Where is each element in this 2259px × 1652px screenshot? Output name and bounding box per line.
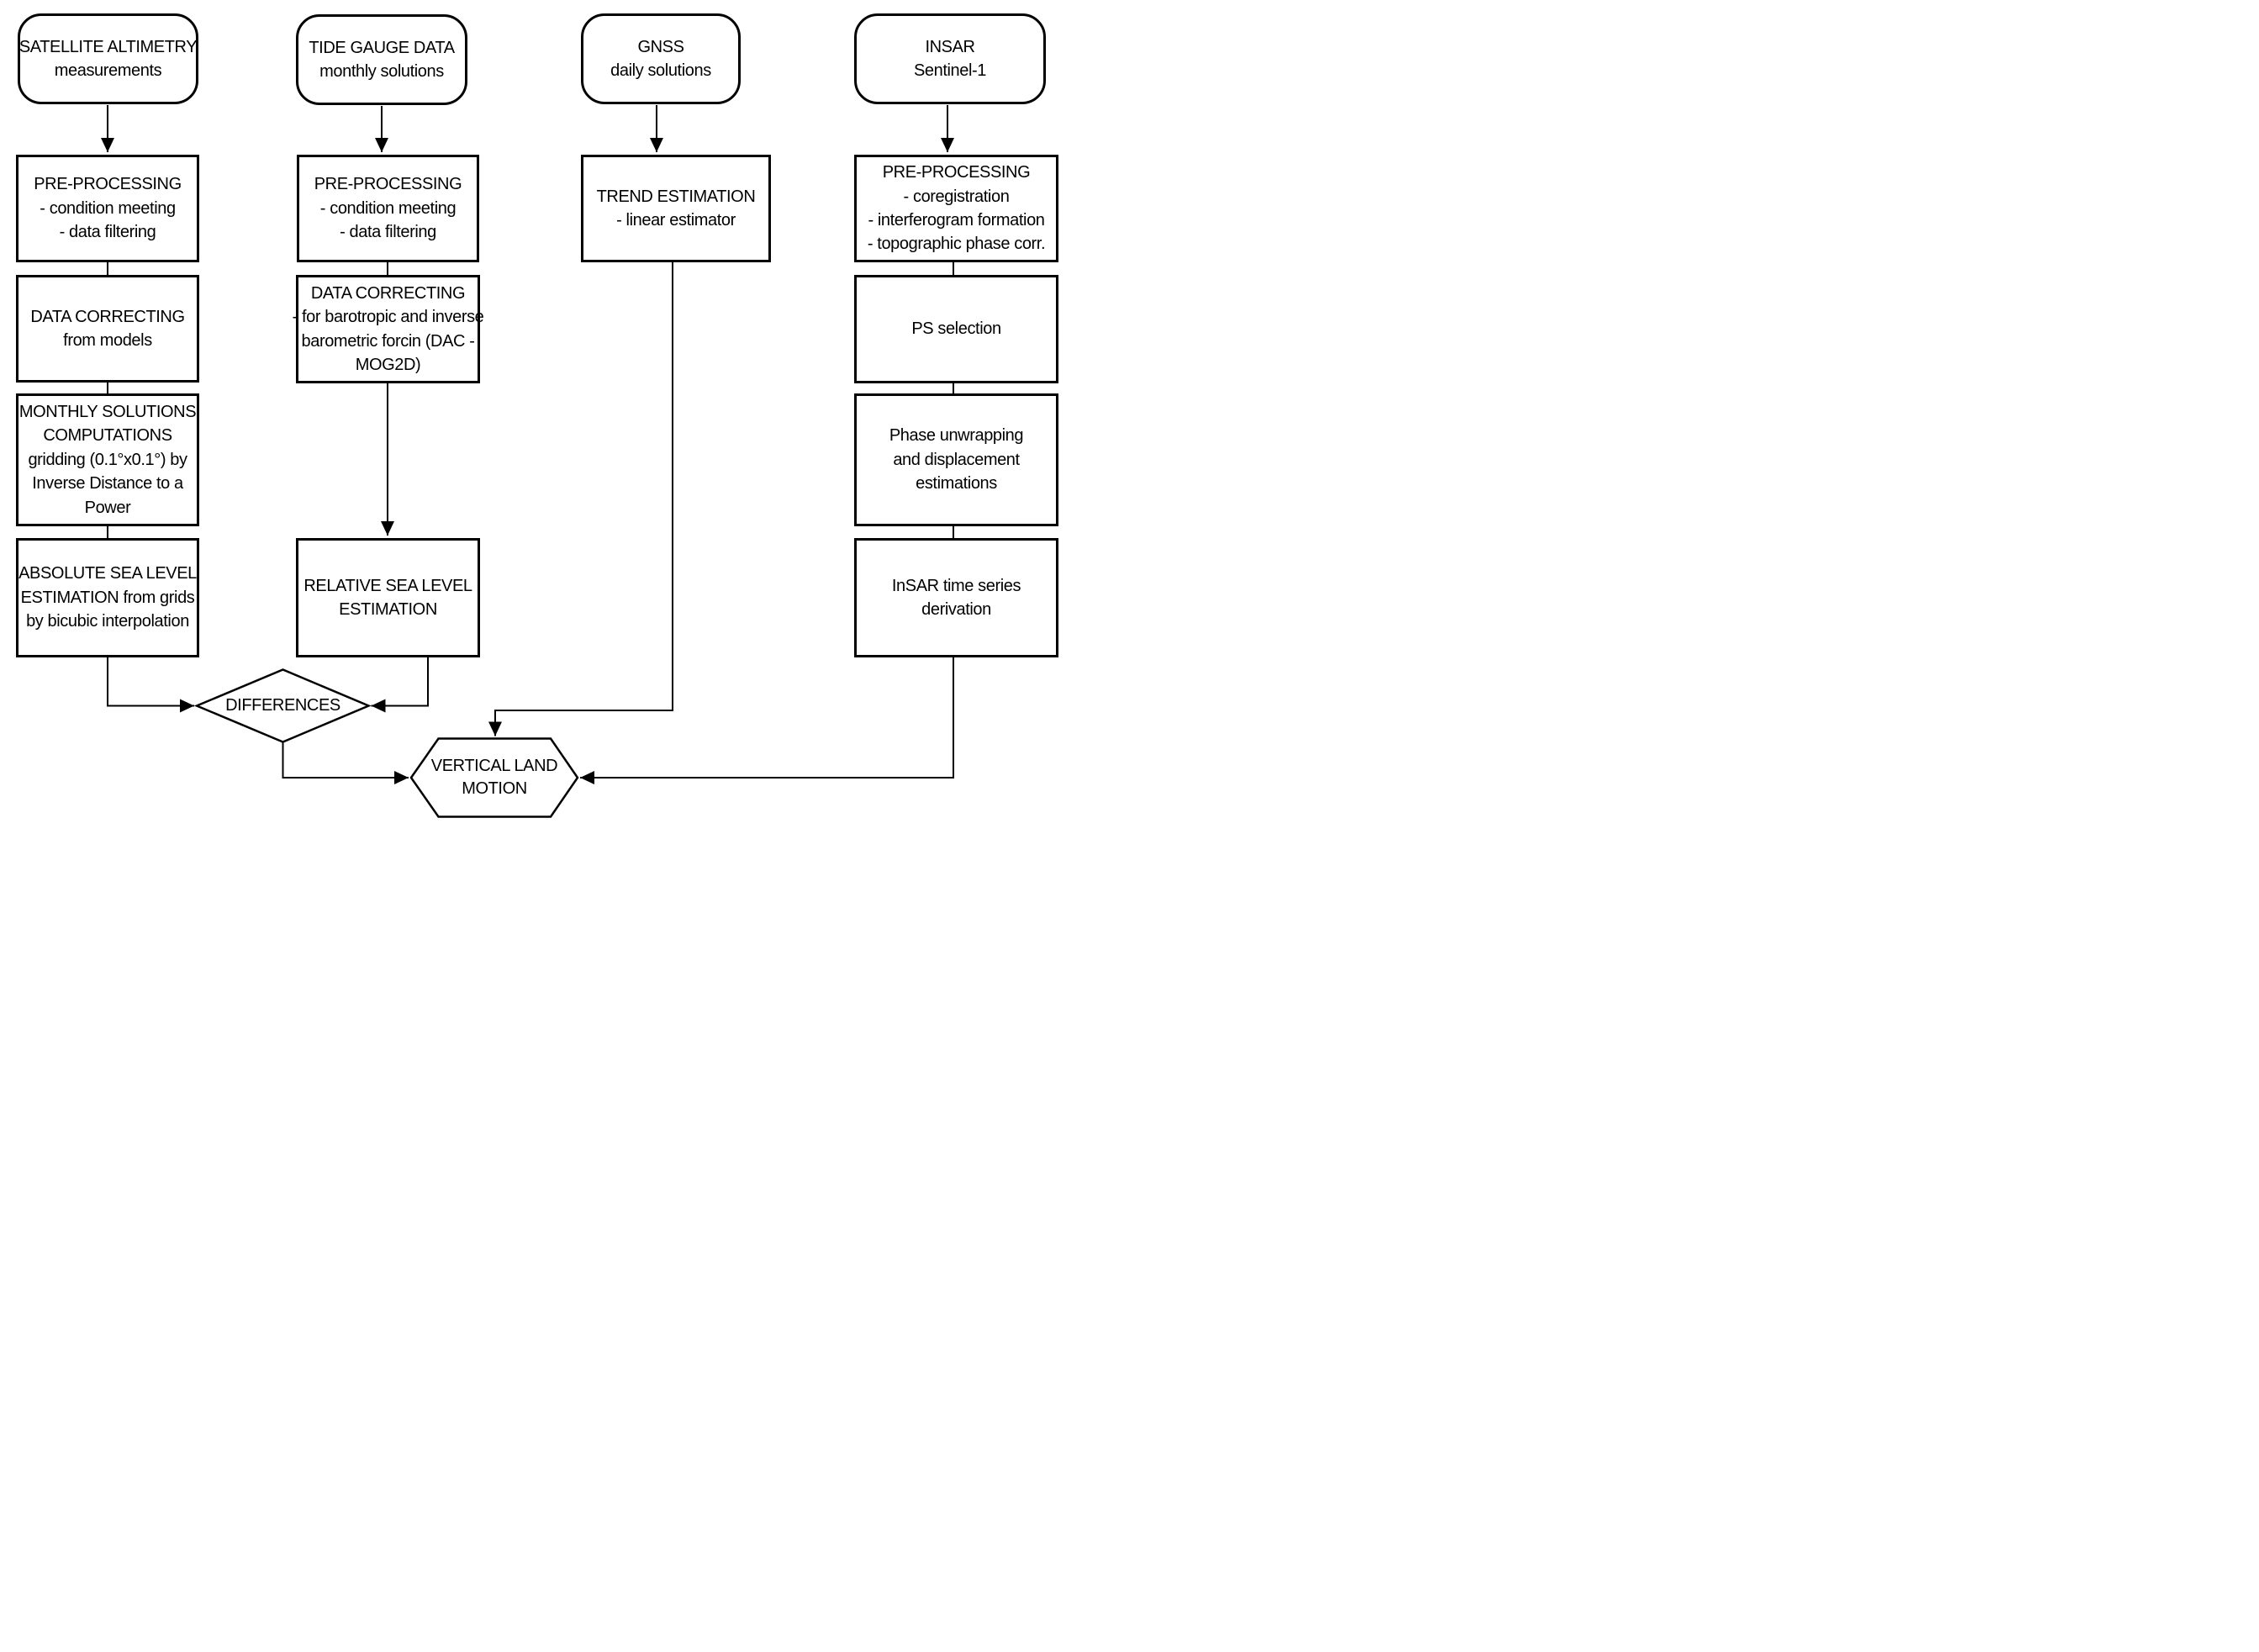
node-line: - data filtering [340,223,436,242]
node-line: DATA CORRECTING [310,283,466,303]
node-line: ABSOLUTE SEA LEVEL [18,564,197,583]
differences-diamond-shape [193,668,372,743]
node-line: VERTICAL LAND [430,757,558,775]
node-line: Phase unwrapping [889,426,1024,446]
node-line: MOTION [462,779,527,798]
node-line: COMPUTATIONS [43,426,172,446]
node-line: INSAR [925,37,975,56]
node-line: MONTHLY SOLUTIONS [18,403,197,422]
node-line: RELATIVE SEA LEVEL [303,576,472,595]
node-line: ESTIMATION from grids [20,588,195,607]
node-line: PRE-PROCESSING [882,163,1031,182]
node-insar-ps-selection: PS selection [854,275,1058,383]
node-line: and displacement [893,450,1020,469]
node-line: measurements [54,61,162,80]
node-altimetry-data-correcting: DATA CORRECTING from models [16,275,199,383]
node-line: ESTIMATION [339,600,437,619]
flowchart-canvas: SATELLITE ALTIMETRY measurements TIDE GA… [0,0,1130,826]
node-line: daily solutions [610,61,711,80]
node-line: gridding (0.1°x0.1°) by [28,450,187,469]
node-line: Sentinel-1 [913,61,987,80]
connector-arrow-relative-to-differences [371,657,429,713]
node-line: - data filtering [59,223,156,242]
node-tide-gauge-data-correcting: DATA CORRECTING - for barotropic and inv… [293,275,484,383]
connector-arrow-differences-to-vlm [282,742,409,784]
node-tide-gauge-preprocessing: PRE-PROCESSING - condition meeting - dat… [297,155,479,262]
node-insar-phase-unwrapping: Phase unwrapping and displacement estima… [854,393,1058,526]
node-line: from models [63,331,152,350]
node-line: Inverse Distance to a [32,474,183,493]
node-line: TIDE GAUGE DATA [309,38,455,57]
node-line: - condition meeting [40,198,176,218]
node-line: - linear estimator [616,211,736,230]
node-line: DATA CORRECTING [30,307,185,326]
node-line: Power [84,498,131,517]
node-satellite-altimetry-source: SATELLITE ALTIMETRY measurements [18,13,198,104]
node-vertical-land-motion: VERTICAL LAND MOTION [411,738,578,817]
node-line: by bicubic interpolation [26,612,189,631]
node-insar-preprocessing: PRE-PROCESSING - coregistration - interf… [854,155,1058,262]
node-line: PS selection [911,319,1001,339]
node-line: - topographic phase corr. [867,235,1046,254]
node-line: PRE-PROCESSING [314,175,462,194]
node-line: GNSS [637,37,684,56]
node-line: barometric forcin (DAC - [301,331,475,351]
node-line: - for barotropic and inverse [292,308,484,327]
node-line: - condition meeting [319,198,457,218]
node-altimetry-preprocessing: PRE-PROCESSING - condition meeting - dat… [16,155,199,262]
connector-arrow-insar-timeseries-to-vlm [580,657,954,784]
node-line: estimations [916,474,997,493]
node-insar-source: INSAR Sentinel-1 [854,13,1046,104]
node-differences-decision: DIFFERENCES [197,669,369,742]
node-line: TREND ESTIMATION [596,187,756,206]
node-line: InSAR time series [891,576,1021,595]
connector-arrow-gnss-trend-to-vlm [488,262,673,736]
node-line: DIFFERENCES [225,696,340,715]
node-line: derivation [921,600,991,619]
node-gnss-trend-estimation: TREND ESTIMATION - linear estimator [581,155,771,262]
node-absolute-sea-level-estimation: ABSOLUTE SEA LEVEL ESTIMATION from grids… [16,538,199,657]
node-line: PRE-PROCESSING [34,175,182,194]
vertical-land-motion-hexagon-shape [409,737,579,818]
node-tide-gauge-source: TIDE GAUGE DATA monthly solutions [296,14,467,105]
connector-arrow-absolute-to-differences [107,657,194,713]
node-line: monthly solutions [319,62,444,81]
node-gnss-source: GNSS daily solutions [581,13,741,104]
connector-layer [101,105,954,818]
node-line: MOG2D) [355,355,421,374]
node-line: - interferogram formation [868,211,1045,230]
node-line: - coregistration [903,187,1010,206]
node-relative-sea-level-estimation: RELATIVE SEA LEVEL ESTIMATION [296,538,480,657]
node-line: SATELLITE ALTIMETRY [18,37,198,56]
node-altimetry-monthly-solutions: MONTHLY SOLUTIONS COMPUTATIONS gridding … [16,393,199,526]
node-insar-time-series-derivation: InSAR time series derivation [854,538,1058,657]
